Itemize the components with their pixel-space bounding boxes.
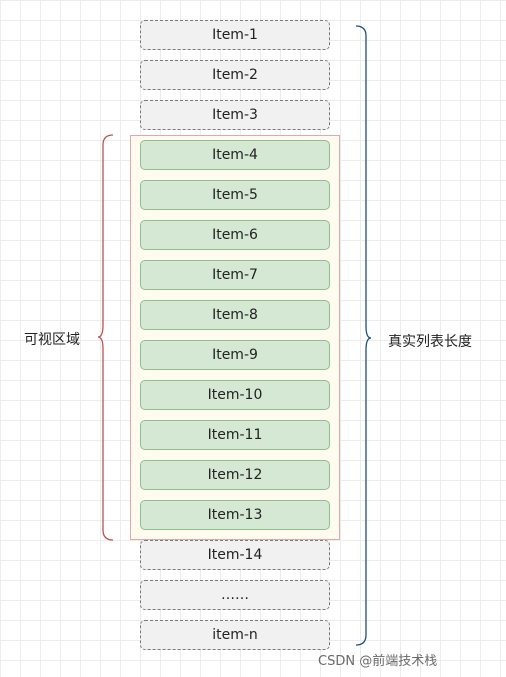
visible-list-item: Item-13 [140,500,330,530]
total-length-brace-path [355,25,372,646]
total-length-brace [355,25,372,646]
offscreen-list-item: Item-14 [140,540,330,570]
total-length-label: 真实列表长度 [388,334,472,350]
visible-list-item: Item-7 [140,260,330,290]
visible-list-item: Item-4 [140,140,330,170]
viewport-brace-path [97,134,114,541]
visible-list-item: Item-5 [140,180,330,210]
visible-list-item: Item-8 [140,300,330,330]
viewport-brace [97,134,114,541]
visible-list-item: Item-11 [140,420,330,450]
visible-list-item: Item-12 [140,460,330,490]
offscreen-list-item: item-n [140,620,330,650]
offscreen-list-item: Item-2 [140,60,330,90]
offscreen-list-item: …… [140,580,330,610]
offscreen-list-item: Item-3 [140,100,330,130]
viewport-label: 可视区域 [24,332,80,348]
visible-list-item: Item-9 [140,340,330,370]
offscreen-list-item: Item-1 [140,20,330,50]
visible-list-item: Item-10 [140,380,330,410]
visible-list-item: Item-6 [140,220,330,250]
csdn-watermark: CSDN @前端技术栈 [318,654,438,669]
